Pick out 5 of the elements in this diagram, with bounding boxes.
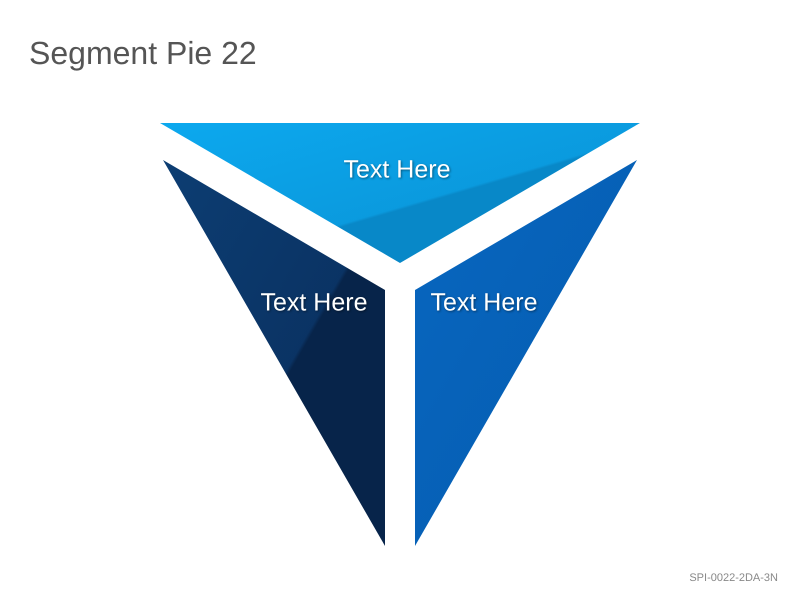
slide-title: Segment Pie 22: [29, 36, 257, 72]
segment-label: Text Here: [430, 288, 538, 318]
segment-label: Text Here: [260, 288, 368, 318]
slide-code: SPI-0022-2DA-3N: [689, 572, 778, 584]
segment-label: Text Here: [344, 156, 450, 184]
